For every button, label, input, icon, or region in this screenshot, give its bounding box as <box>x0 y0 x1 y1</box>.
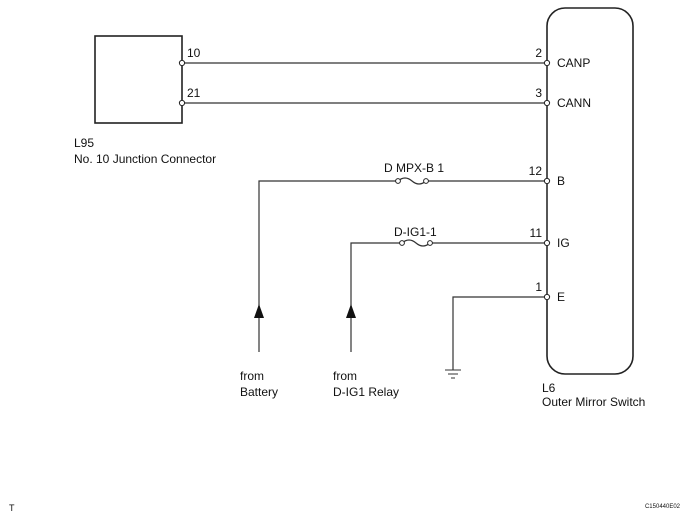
l6-signal-e: E <box>557 290 565 304</box>
l6-signal-ig: IG <box>557 236 570 250</box>
fuse-dmpxb1-terminal-right <box>423 178 429 184</box>
terminal-l6-3 <box>543 99 551 107</box>
terminal-l95-21 <box>178 99 186 107</box>
fuse-dmpxb1-terminal-left <box>395 178 401 184</box>
relay-wire <box>350 242 402 352</box>
fuse-dig11-label: D-IG1-1 <box>394 225 437 239</box>
l6-signal-cann: CANN <box>557 96 591 110</box>
l6-code: L6 <box>542 381 556 395</box>
l6-pin-12: 12 <box>529 164 543 178</box>
fuse-dig11-symbol <box>401 239 431 247</box>
relay-source-from: from <box>333 369 357 383</box>
l6-pin-3: 3 <box>535 86 542 100</box>
l95-connector-box <box>94 35 183 124</box>
terminal-l6-12 <box>543 177 551 185</box>
battery-source-name: Battery <box>240 385 278 399</box>
fuse-dig11-terminal-left <box>399 240 405 246</box>
battery-arrow-icon <box>254 304 264 318</box>
l95-name: No. 10 Junction Connector <box>74 152 216 166</box>
l6-signal-canp: CANP <box>557 56 590 70</box>
terminal-l6-2 <box>543 59 551 67</box>
footer-figure-code: C150440E02 <box>645 504 681 510</box>
l6-pin-1: 1 <box>535 280 542 294</box>
terminal-l6-11 <box>543 239 551 247</box>
footer-left-mark: T <box>9 503 15 513</box>
l6-pin-2: 2 <box>535 46 542 60</box>
l95-pin-10: 10 <box>187 46 201 60</box>
l95-code: L95 <box>74 136 94 150</box>
fuse-dmpxb1-label: D MPX-B 1 <box>384 161 444 175</box>
l6-pin-11: 11 <box>530 226 543 240</box>
fuse-dig11-terminal-right <box>427 240 433 246</box>
battery-wire <box>258 180 398 352</box>
terminal-l95-10 <box>178 59 186 67</box>
terminal-l6-1 <box>543 293 551 301</box>
ground-icon <box>445 369 461 379</box>
l6-name: Outer Mirror Switch <box>542 395 645 409</box>
l95-pin-21: 21 <box>187 86 201 100</box>
relay-source-name: D-IG1 Relay <box>333 385 399 399</box>
battery-source-from: from <box>240 369 264 383</box>
ground-wire <box>452 296 547 370</box>
relay-arrow-icon <box>346 304 356 318</box>
l6-signal-b: B <box>557 174 565 188</box>
fuse-dmpxb1-symbol <box>397 177 427 185</box>
